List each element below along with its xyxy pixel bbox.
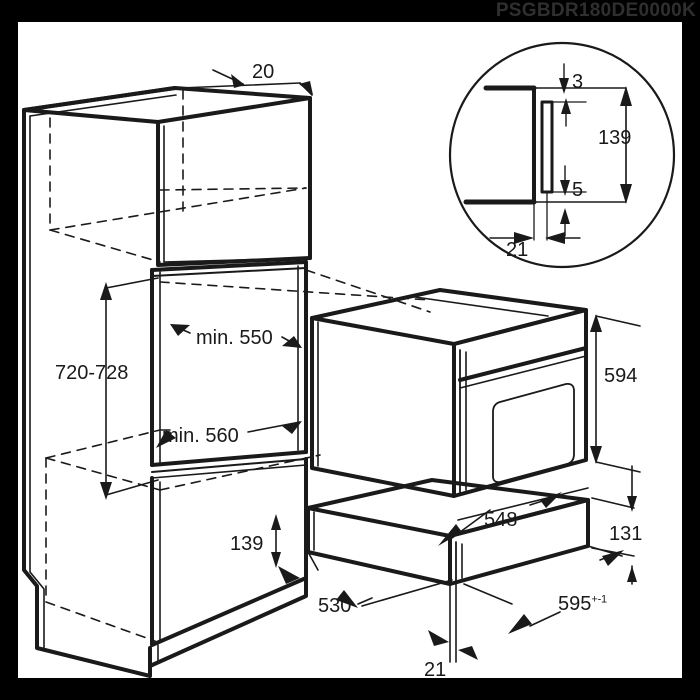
hidden-upper-diagonal <box>49 187 307 231</box>
dim-530-arrow <box>336 590 358 608</box>
cabinet-niche-view <box>22 69 431 678</box>
hidden-lower-rear-top <box>45 429 161 459</box>
dim-139-niche-arrow-up <box>271 514 281 530</box>
hidden-center-floor <box>159 187 307 191</box>
dim-594-arrow-up <box>590 314 602 332</box>
cabinet-middle-shelf <box>150 260 308 272</box>
dim-530-label: 530 <box>318 595 352 617</box>
cabinet-left-panel-inner <box>29 115 45 651</box>
dim-595-tolerance: +-1 <box>591 593 607 606</box>
cabinet-bottom-plinth <box>148 576 308 668</box>
dim-21-detail-arrow-right <box>545 232 565 244</box>
cabinet-lower-divider-edge <box>151 458 307 473</box>
dim-548-label: 548 <box>484 509 518 531</box>
dim-720-728-label: 720-728 <box>55 362 129 384</box>
dim-min560-leaders <box>159 421 301 433</box>
dim-139-detail-arrow-up <box>620 86 632 106</box>
dim-21-appliance-label: 21 <box>424 659 447 678</box>
dim-min560-arrow-left <box>156 430 176 448</box>
dim-20-arrow-left <box>231 74 245 88</box>
dim-595-arrow-left <box>508 614 532 634</box>
dim-min-550-label: min. 550 <box>196 327 273 349</box>
oven-top-crease <box>407 295 549 317</box>
drawing-code: PSGBDR180DE0000K <box>495 0 696 21</box>
title-bar: PSGBDR180DE0000K <box>0 0 700 22</box>
dim-131-arrow-down <box>627 496 637 512</box>
dim-139-niche-arrow-down <box>271 552 281 568</box>
cabinet-middle-shelf-edge <box>151 267 307 277</box>
dim-5-arrow-down <box>560 180 570 196</box>
cabinet-lower-divider <box>150 450 308 467</box>
hidden-lower-floor <box>45 601 156 642</box>
cabinet-upper-front-face <box>156 120 312 267</box>
dim-3-arrow-down <box>559 78 569 94</box>
dim-20-label: 20 <box>252 61 275 83</box>
dim-min-560-label: min. 560 <box>162 425 239 447</box>
dim-5-label: 5 <box>572 179 584 201</box>
dim-595-leader-low <box>529 611 561 627</box>
technical-drawing-svg <box>22 41 676 678</box>
dim-21-arrow-left <box>428 630 449 646</box>
oven-door-window <box>492 382 575 484</box>
dim-595-arrow-right <box>602 550 624 566</box>
dim-5-arrow-up2 <box>560 208 570 224</box>
appliance-view <box>306 288 641 663</box>
dim-595-value: 595 <box>558 593 592 615</box>
cabinet-lower-divider-edge2 <box>151 464 307 479</box>
dim-594-arrow-down <box>590 446 602 464</box>
dim-3-label: 3 <box>572 71 584 93</box>
dim-720-728-arrow-down <box>100 482 112 500</box>
dim-595-label: 595+-1 <box>558 594 607 614</box>
dim-548-arrow-left <box>438 524 462 546</box>
dim-594-label: 594 <box>604 365 638 387</box>
dim-139-niche-label: 139 <box>230 533 264 555</box>
dim-3-arrow-up <box>561 98 571 114</box>
drawing-canvas: 20 720-728 min. 550 min. 560 139 594 131… <box>18 22 682 678</box>
dim-720-728-leaders <box>105 277 159 496</box>
cabinet-upper-front-right-inner <box>163 257 311 263</box>
dim-min560-arrow-right <box>282 421 302 434</box>
dim-548-arrow-right <box>540 492 562 508</box>
dim-530-leaders <box>307 551 453 607</box>
hidden-lower-diagonal2 <box>159 454 321 491</box>
drawer-handle-groove <box>457 487 589 521</box>
dim-21-detail-arrow-left <box>514 232 534 244</box>
dim-720-728-arrow-up <box>100 282 112 300</box>
dim-139-detail-arrow-down <box>620 184 632 204</box>
dim-21-arrow-right <box>458 646 478 660</box>
cabinet-left-panel <box>22 108 152 678</box>
dim-21-appliance-leaders <box>449 579 457 663</box>
dim-21-detail-label: 21 <box>506 239 529 261</box>
dim-139-niche-pointer <box>278 566 300 584</box>
dim-131-label: 131 <box>609 523 643 545</box>
oven-control-strip-edge <box>459 355 587 389</box>
detail-circle-outline <box>448 41 676 269</box>
hidden-upper-rear-floor <box>49 229 161 263</box>
dim-min550-arrow-left <box>170 324 190 336</box>
oven-control-strip <box>458 346 588 382</box>
dim-20-arrow-right <box>299 81 313 95</box>
oven-front-frame <box>452 308 588 498</box>
detail-circle-view <box>448 41 676 269</box>
hidden-mid-diagonal2 <box>305 269 431 313</box>
dim-139-detail-label: 139 <box>598 127 632 149</box>
dim-min550-arrow-right <box>282 336 302 348</box>
